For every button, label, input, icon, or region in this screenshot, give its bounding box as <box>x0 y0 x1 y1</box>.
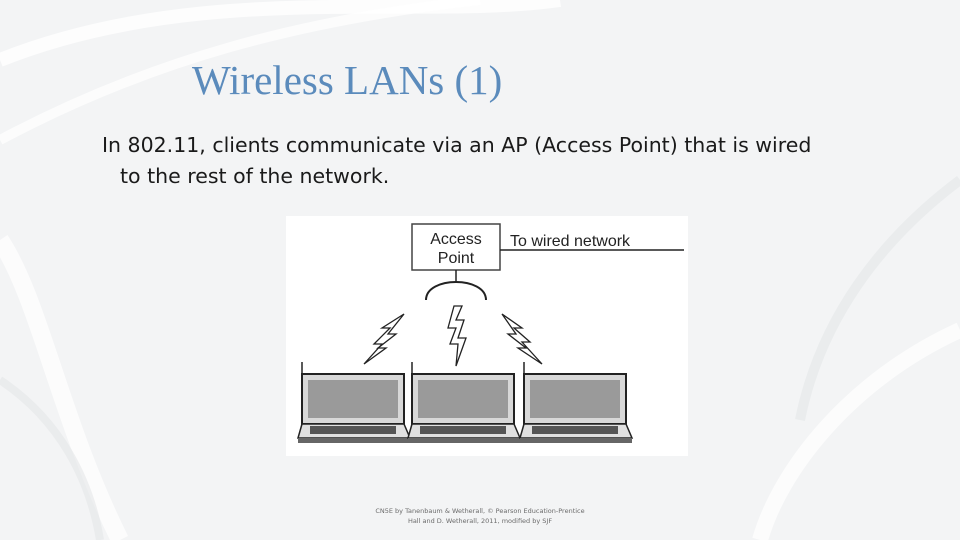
wireless-signal-icon-right <box>501 313 543 365</box>
network-diagram: Access Point To wired network <box>286 216 688 456</box>
access-point-label-2: Point <box>438 250 475 267</box>
body-line-2: to the rest of the network. <box>120 164 390 188</box>
wireless-signal-icon-center <box>447 305 467 367</box>
body-text: In 802.11, clients communicate via an AP… <box>102 130 902 192</box>
laptop-icon-3 <box>519 362 634 443</box>
access-point-label-1: Access <box>430 231 482 248</box>
laptop-icon-1 <box>297 362 412 443</box>
slide-title: Wireless LANs (1) <box>192 57 503 103</box>
footer-credit: CN5E by Tanenbaum & Wetherall, © Pearson… <box>340 506 620 526</box>
wired-network-label: To wired network <box>510 233 631 250</box>
footer-line-2: Hall and D. Wetherall, 2011, modified by… <box>407 517 553 525</box>
footer-line-1: CN5E by Tanenbaum & Wetherall, © Pearson… <box>375 507 585 515</box>
ap-antenna-icon <box>425 281 487 301</box>
wireless-signal-icon-left <box>363 313 405 365</box>
body-line-1: In 802.11, clients communicate via an AP… <box>102 133 812 157</box>
laptop-icon-2 <box>407 362 522 443</box>
